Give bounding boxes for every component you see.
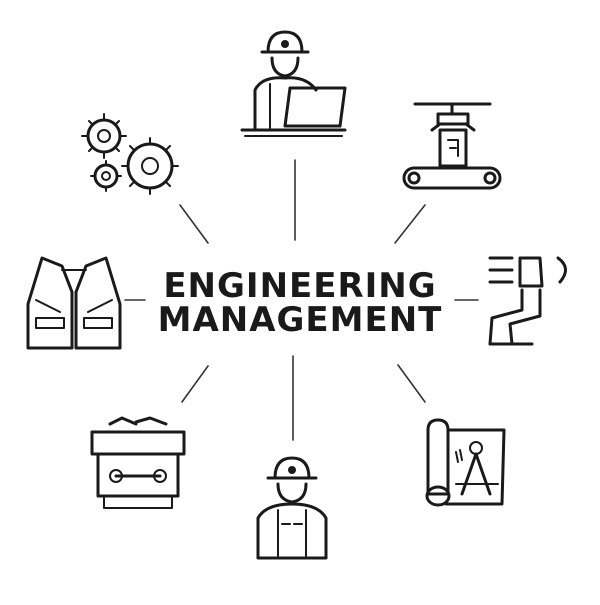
spoke-bottom-left [181, 365, 209, 403]
spoke-bottom-right [397, 364, 426, 403]
diagram-title-line2: MANAGEMENT [157, 300, 443, 340]
spoke-top-left [179, 204, 209, 244]
robotic-claw-conveyor-icon [402, 102, 502, 190]
toolbox-wrench-icon [90, 416, 186, 509]
engineer-helmet-icon [256, 456, 328, 560]
spokes [124, 159, 479, 441]
spoke-top-right [394, 204, 426, 244]
robotic-arm-icon [488, 256, 567, 346]
blueprint-compass-icon [425, 418, 506, 507]
diagram-title-line1: ENGINEERING [163, 266, 437, 306]
gears-icon [81, 113, 179, 195]
engineer-laptop-icon [240, 30, 347, 137]
safety-vest-icon [26, 256, 122, 350]
